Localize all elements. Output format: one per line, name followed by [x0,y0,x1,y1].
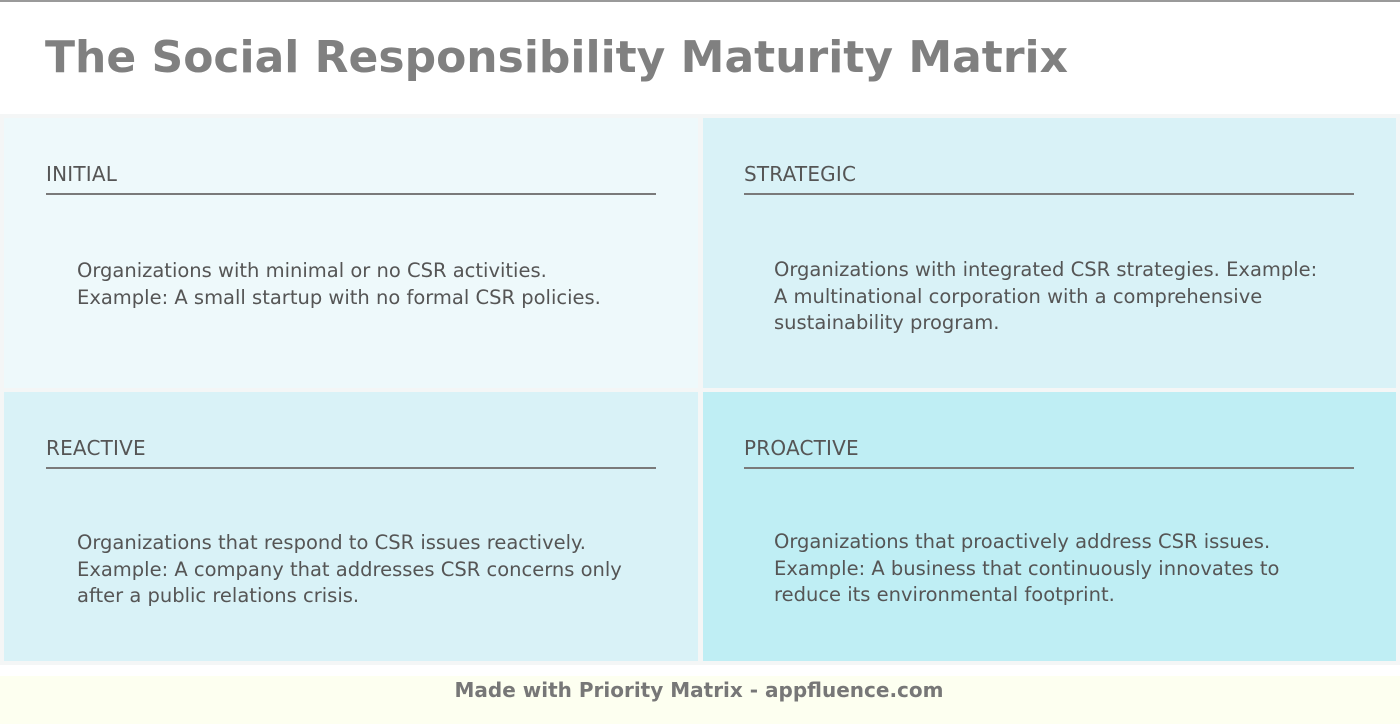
quadrant-reactive-description: Organizations that respond to CSR issues… [77,531,622,607]
quadrant-strategic: STRATEGIC Organizations with integrated … [703,118,1396,388]
top-border [0,0,1400,2]
footer: Made with Priority Matrix - appfluence.c… [0,676,1400,724]
quadrant-initial: INITIAL Organizations with minimal or no… [4,118,698,388]
quadrant-reactive: REACTIVE Organizations that respond to C… [4,392,698,661]
quadrant-reactive-heading: REACTIVE [46,436,656,469]
quadrant-proactive: PROACTIVE Organizations that proactively… [703,392,1396,661]
quadrant-initial-description: Organizations with minimal or no CSR act… [77,259,601,309]
maturity-matrix: INITIAL Organizations with minimal or no… [0,114,1400,665]
page-title: The Social Responsibility Maturity Matri… [45,32,1068,83]
quadrant-proactive-heading: PROACTIVE [744,436,1354,469]
quadrant-strategic-heading: STRATEGIC [744,162,1354,195]
quadrant-proactive-description: Organizations that proactively address C… [774,530,1280,606]
quadrant-initial-heading: INITIAL [46,162,656,195]
quadrant-strategic-description: Organizations with integrated CSR strate… [774,258,1318,334]
footer-credit-link[interactable]: Made with Priority Matrix - appfluence.c… [454,678,944,702]
